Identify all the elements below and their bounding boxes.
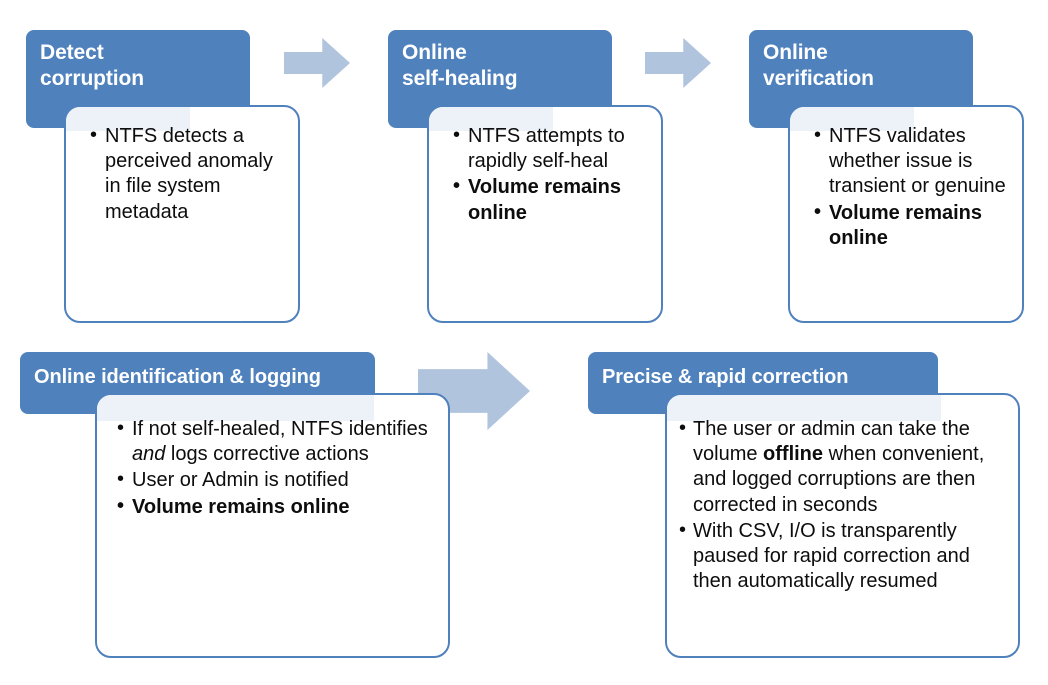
step-header-text-online-self-healing: Online self-healing: [402, 41, 518, 90]
list-item: Volume remains online: [451, 174, 649, 225]
list-item-emphasis: offline: [763, 443, 824, 466]
bullet-list-detect-corruption: NTFS detects a perceived anomaly in file…: [88, 123, 282, 225]
step-card-online-verification[interactable]: NTFS validates whether issue is transien…: [788, 105, 1024, 323]
list-item: Volume remains online: [812, 200, 1014, 251]
list-item: NTFS detects a perceived anomaly in file…: [88, 123, 282, 225]
step-card-detect-corruption[interactable]: NTFS detects a perceived anomaly in file…: [64, 105, 300, 323]
list-item-text-part: logs corrective actions: [165, 443, 369, 466]
bullet-list-online-identification-and-logging: If not self-healed, NTFS identifies and …: [115, 416, 438, 520]
right-arrow-icon: [284, 38, 350, 88]
step-header-precise-and-rapid-correction[interactable]: Precise & rapid correction: [588, 352, 938, 414]
list-item: NTFS attempts to rapidly self-heal: [451, 123, 649, 174]
list-item: NTFS validates whether issue is transien…: [812, 123, 1014, 200]
step-header-text-online-verification: Online verification: [763, 41, 874, 90]
bullet-list-online-self-healing: NTFS attempts to rapidly self-heal Volum…: [451, 123, 649, 226]
list-item: The user or admin can take the volume of…: [679, 416, 1010, 518]
list-item: With CSV, I/O is transparently paused fo…: [679, 518, 1010, 595]
bullet-list-online-verification: NTFS validates whether issue is transien…: [812, 123, 1014, 251]
step-card-precise-and-rapid-correction[interactable]: The user or admin can take the volume of…: [665, 393, 1020, 658]
step-card-online-identification-and-logging[interactable]: If not self-healed, NTFS identifies and …: [95, 393, 450, 658]
right-arrow-icon: [645, 38, 711, 88]
list-item-emphasis: and: [132, 443, 166, 466]
step-header-text-detect-corruption: Detect corruption: [40, 41, 144, 90]
step-header-text-precise-and-rapid-correction: Precise & rapid correction: [602, 366, 849, 388]
list-item: Volume remains online: [115, 494, 438, 520]
step-card-online-self-healing[interactable]: NTFS attempts to rapidly self-heal Volum…: [427, 105, 663, 323]
list-item-text-part: The user or admin can take the volume: [693, 418, 970, 466]
step-header-text-online-identification-and-logging: Online identification & logging: [34, 366, 321, 388]
list-item: User or Admin is notified: [115, 467, 438, 493]
bullet-list-precise-and-rapid-correction: The user or admin can take the volume of…: [679, 416, 1010, 595]
list-item-text-part: If not self-healed, NTFS identifies: [132, 418, 428, 440]
list-item: If not self-healed, NTFS identifies and …: [115, 416, 438, 467]
list-item-text-part: when convenient, and logged corruptions …: [693, 443, 985, 516]
